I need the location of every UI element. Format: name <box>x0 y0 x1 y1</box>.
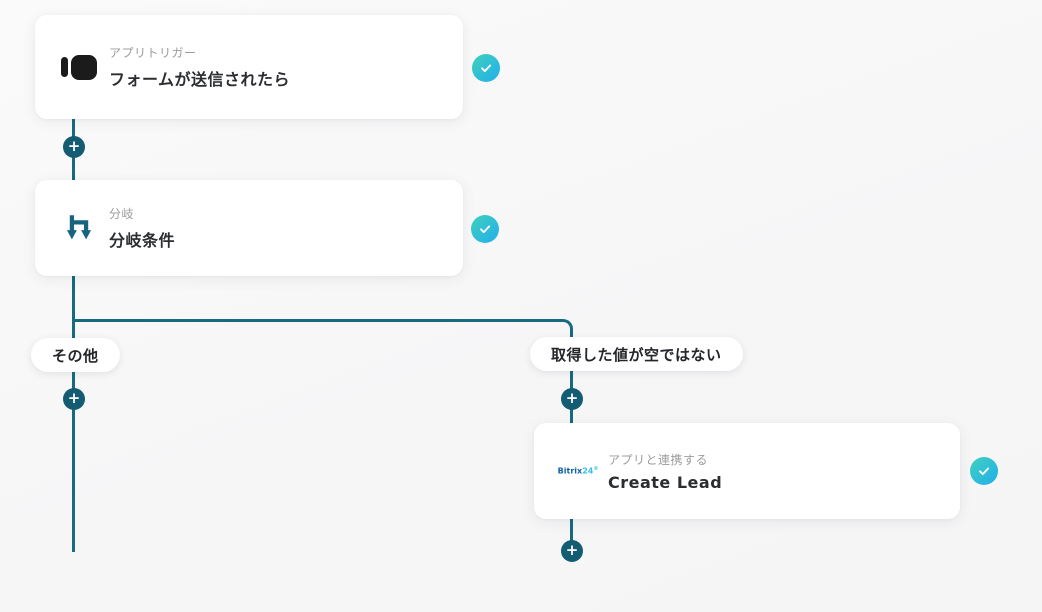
trigger-title: フォームが送信されたら <box>109 70 291 89</box>
add-step-button-after-action[interactable]: + <box>561 540 583 562</box>
connector-branch-right-elbow <box>73 319 573 333</box>
add-step-button-1[interactable]: + <box>63 136 85 158</box>
action-title: Create Lead <box>608 472 723 492</box>
trigger-node-card[interactable]: アプリトリガー フォームが送信されたら <box>35 15 463 119</box>
add-step-button-left-branch[interactable]: + <box>63 388 85 410</box>
add-step-button-right-branch[interactable]: + <box>561 388 583 410</box>
branch-label-condition[interactable]: 取得した値が空ではない <box>530 337 743 371</box>
form-app-icon <box>59 54 99 80</box>
branch-type-label: 分岐 <box>109 207 135 221</box>
branch-success-check-icon <box>471 215 499 243</box>
bitrix24-logo: Bitrix24® <box>557 466 599 476</box>
trigger-success-check-icon <box>472 54 500 82</box>
action-type-label: アプリと連携する <box>608 452 709 467</box>
trigger-type-label: アプリトリガー <box>109 46 197 60</box>
branch-icon <box>59 211 99 245</box>
action-success-check-icon <box>970 457 998 485</box>
branch-title: 分岐条件 <box>109 231 176 250</box>
connector-branch-left-path <box>72 276 75 552</box>
branch-node-card[interactable]: 分岐 分岐条件 <box>35 180 463 276</box>
branch-label-other[interactable]: その他 <box>31 338 120 372</box>
action-node-card[interactable]: Bitrix24® アプリと連携する Create Lead <box>534 423 960 519</box>
